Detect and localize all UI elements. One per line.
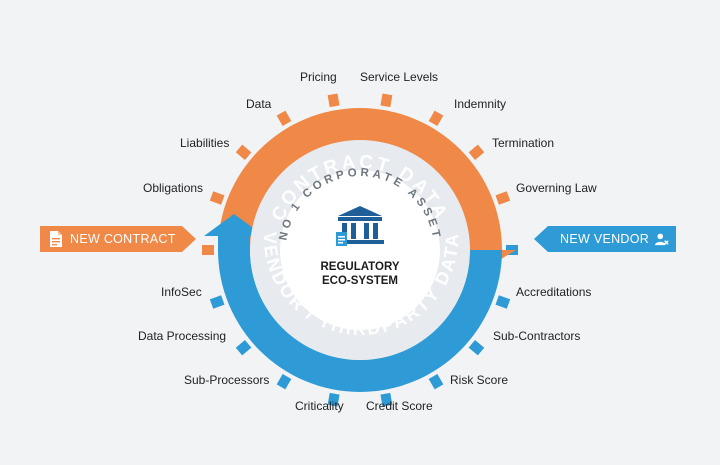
label-obligations: Obligations <box>143 181 204 195</box>
label-credit-score: Credit Score <box>366 399 433 413</box>
label-liabilities: Liabilities <box>180 136 230 150</box>
label-governing-law: Governing Law <box>516 181 597 195</box>
label-accreditations: Accreditations <box>516 285 592 299</box>
document-icon <box>50 231 62 247</box>
new-contract-label: NEW CONTRACT <box>70 232 176 246</box>
new-vendor-tag: NEW VENDOR <box>534 226 676 252</box>
label-sub-contractors: Sub-Contractors <box>493 329 581 343</box>
label-infosec: InfoSec <box>161 285 202 299</box>
contract-gear-teeth <box>202 93 511 255</box>
new-contract-tag: NEW CONTRACT <box>40 226 196 252</box>
label-service-levels: Service Levels <box>360 70 439 84</box>
contract-ring-band <box>218 108 502 251</box>
bank-icon <box>336 206 384 244</box>
label-data: Data <box>246 97 272 111</box>
label-termination: Termination <box>492 136 555 150</box>
label-risk-score: Risk Score <box>450 373 509 387</box>
vendor-ring-band <box>218 250 502 392</box>
vendor-arrow-shaft <box>218 236 250 252</box>
center-label-line1: REGULATORY <box>320 261 400 273</box>
center-circle <box>280 170 440 330</box>
label-pricing: Pricing <box>300 70 337 84</box>
document-icon <box>336 232 347 246</box>
vendor-arrow-head <box>204 214 264 236</box>
label-indemnity: Indemnity <box>454 97 507 111</box>
label-sub-processors: Sub-Processors <box>184 373 270 387</box>
new-vendor-label: NEW VENDOR <box>560 232 650 246</box>
label-criticality: Criticality <box>295 399 344 413</box>
label-data-processing: Data Processing <box>138 329 227 343</box>
center-label-line2: ECO-SYSTEM <box>321 275 399 287</box>
center-label: REGULATORY ECO-SYSTEM <box>300 260 420 288</box>
user-icon <box>655 233 669 246</box>
